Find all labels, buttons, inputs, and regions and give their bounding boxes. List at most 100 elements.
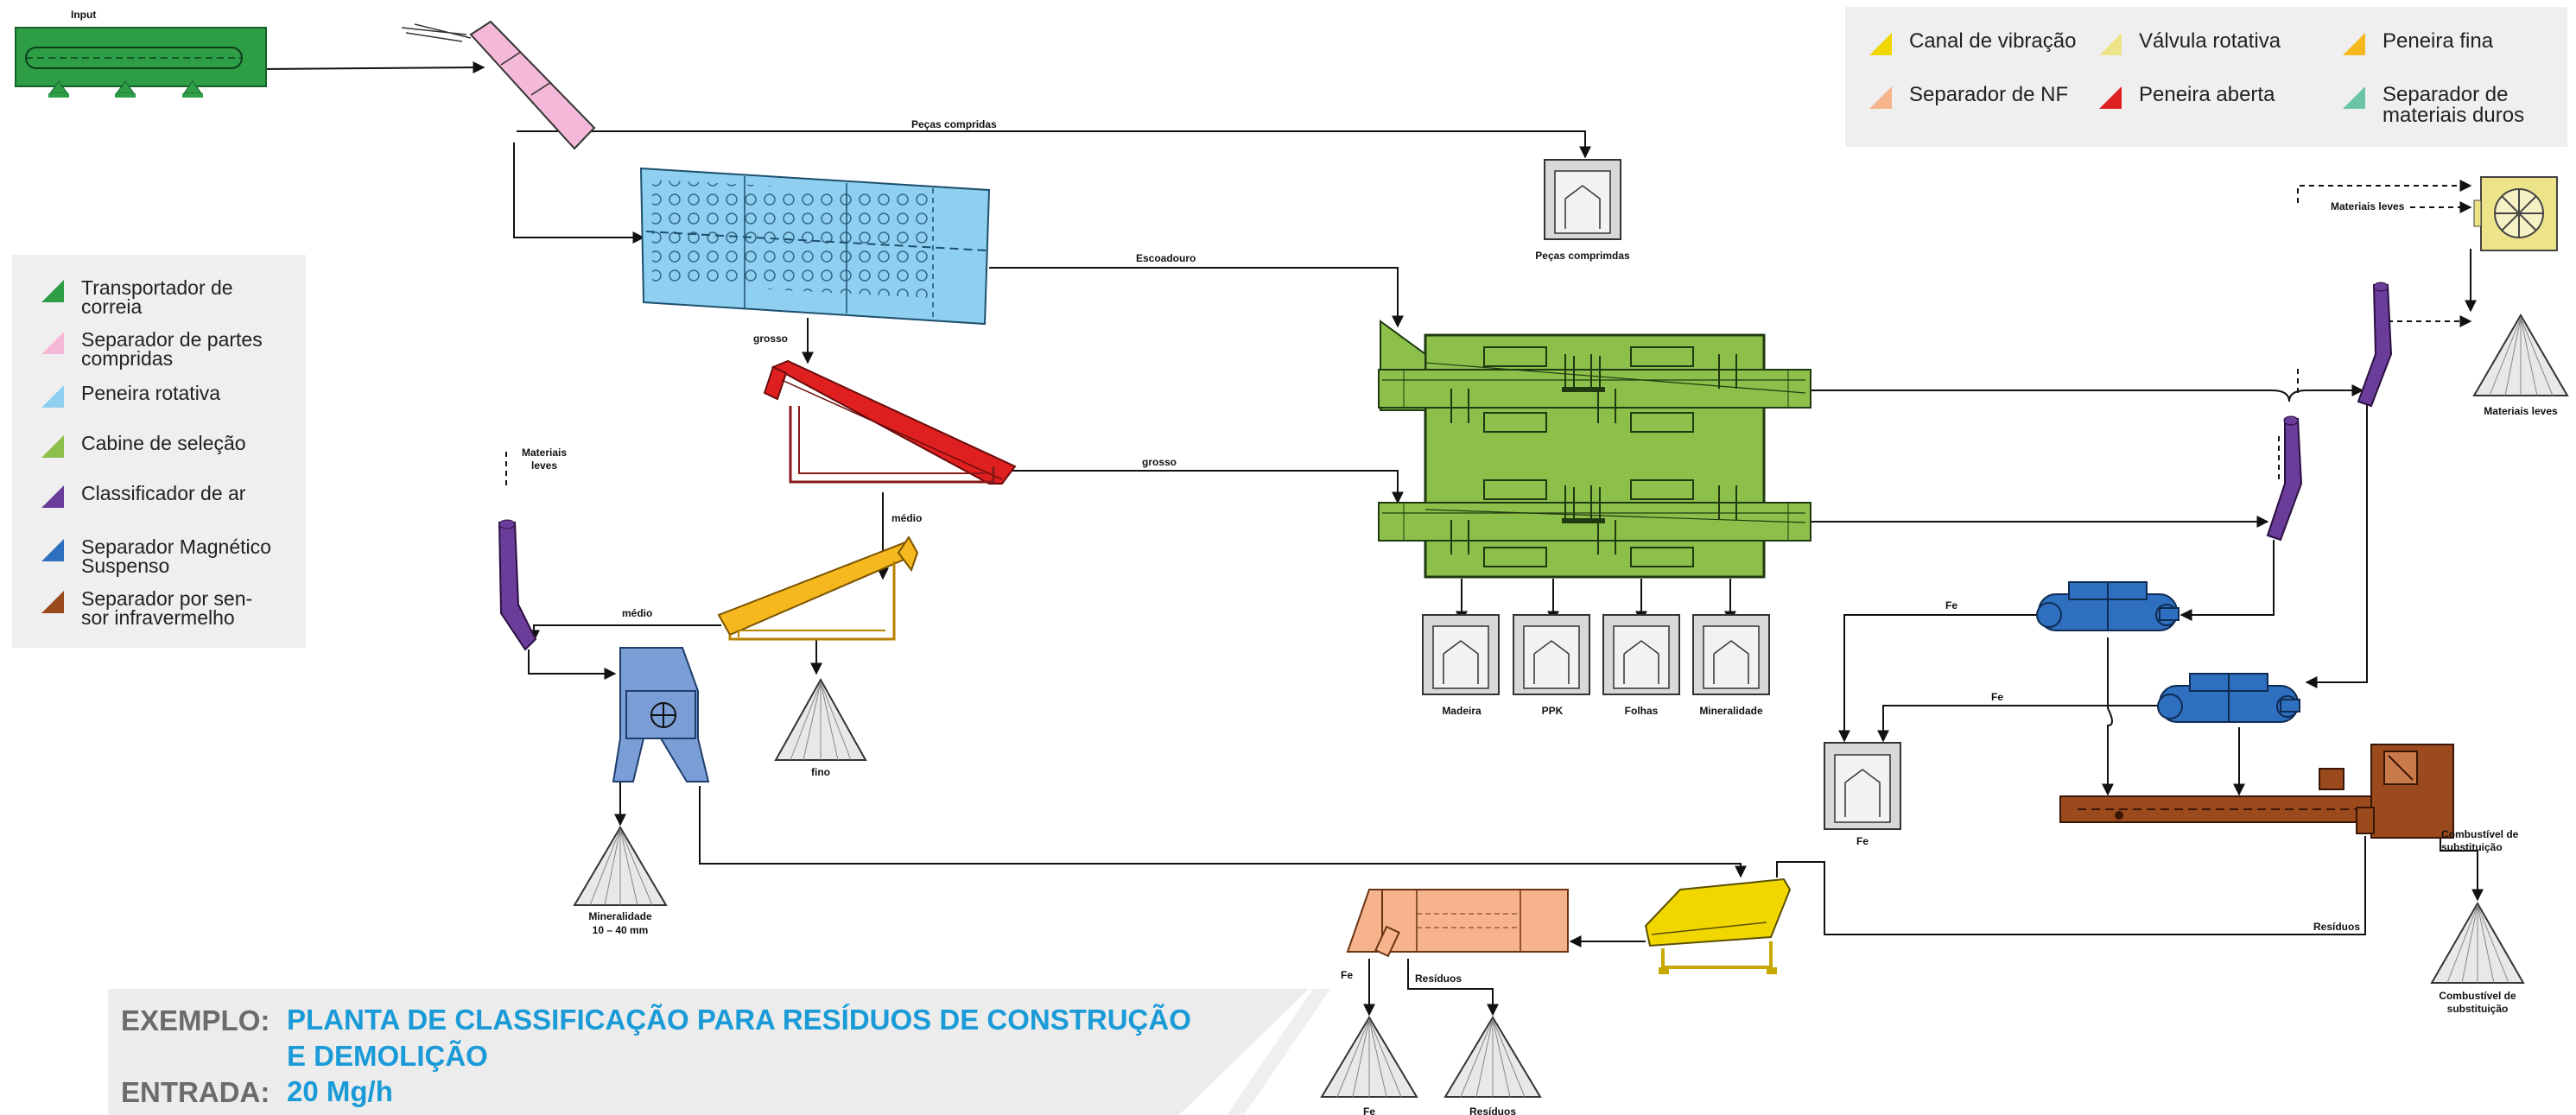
legend-right [1845,7,2567,147]
legend-left-label-line: compridas [81,347,174,370]
fe-label-2: Fe [1991,691,2003,703]
bin-folhas [1602,614,1680,695]
sorting-bins [1422,614,1770,695]
grosso-label-2: grosso [1142,456,1177,468]
long-parts-bin-label: Peças comprimdas [1535,250,1630,262]
bin-madeira [1422,614,1500,695]
legend-right-label-line: Separador de [2382,83,2509,106]
rotary-valve [2473,176,2558,251]
legend-right-label: Peneira aberta [2139,85,2275,105]
legend-right-item: Separador de NF [1869,85,2068,109]
entrada-value: 20 Mg/h [287,1075,393,1107]
hard-material-separator [612,647,710,782]
bin-ppk [1513,614,1590,695]
exemplo-title-line2: E DEMOLIÇÃO [287,1040,488,1072]
legend-triangle-icon [41,435,64,458]
input-label: Input [71,9,96,21]
entrada-key: ENTRADA: [121,1076,270,1108]
mineralidade-pile [573,826,668,906]
long-parts-bin [1544,159,1621,240]
exemplo-title-line1: PLANTA DE CLASSIFICAÇÃO PARA RESÍDUOS DE… [287,1004,1191,1036]
grosso-label-1: grosso [753,333,788,345]
residuos-pile [1443,1016,1542,1098]
legend-triangle-icon [41,385,64,408]
residuos-pile-label: Resíduos [1469,1105,1516,1115]
legend-right-label: Válvula rotativa [2139,31,2281,52]
legend-right-item: Peneira aberta [2099,85,2275,109]
legend-left-label-line: Separador de partes [81,328,263,351]
legend-right-item: Peneira fina [2343,31,2493,55]
light-materials-top-label: Materiais leves [2331,200,2405,212]
legend-triangle-icon [1869,33,1892,55]
legend-triangle-icon [41,591,64,613]
fe-bin [1824,742,1901,830]
combustivel-label-1-line1: Combustível de [2441,828,2519,840]
fe-nf-label: Fe [1341,969,1353,981]
legend-right-label-line: Separador de NF [1909,83,2069,106]
legend-left-label-line: Separador Magnético [81,535,271,558]
light-materials-left-line1: Materiais [522,447,567,459]
legend-triangle-icon [2099,86,2122,109]
legend-right-label: Canal de vibração [1909,31,2076,52]
combustivel-label-2-line2: substituição [2447,1003,2509,1015]
legend-left-label-line: Separador por sen- [81,587,253,610]
magnetic-separator-1 [2036,581,2179,631]
residuos-flow-label: Resíduos [2313,921,2360,933]
legend-left-label-line: Cabine de seleção [81,432,246,454]
long-parts-flow-label: Peças compridas [911,118,997,130]
legend-left-item: Cabine de seleção [41,434,246,458]
legend-right-label: Peneira fina [2382,31,2493,52]
light-materials-pile [2472,314,2569,396]
legend-left-item: Classificador de ar [41,484,245,508]
vibrating-channel [1644,877,1792,974]
legend-right-item: Canal de vibração [1869,31,2076,55]
combustivel-label-2-line1: Combustível de [2439,990,2516,1002]
title-band [108,989,1309,1115]
legend-left-label-line: sor infravermelho [81,606,235,629]
magnetic-separator-2 [2157,673,2300,723]
fe-label-1: Fe [1945,599,1957,611]
bin-label-ppk: PPK [1542,705,1564,717]
legend-triangle-icon [2343,86,2365,109]
mineralidade-pile-line1: Mineralidade [588,910,652,922]
legend-right-label-line: Válvula rotativa [2139,29,2281,53]
legend-left-label-line: Transportador de [81,276,233,299]
medio-label-2: médio [622,607,652,619]
medio-label-1: médio [891,512,922,524]
input-belt-conveyor [15,27,267,98]
legend-right-label-line: Canal de vibração [1909,29,2077,53]
fine-screen [717,535,919,641]
legend-triangle-icon [41,280,64,302]
fuel-pile [2430,901,2525,984]
legend-triangle-icon [2343,33,2365,55]
legend-right-label-line: Peneira fina [2382,29,2494,53]
legend-left-label: Classificador de ar [81,482,246,504]
legend-left-item: Separador por sen-sor infravermelho [41,587,253,629]
nf-separator [1346,889,1569,958]
air-classifier-left [498,519,537,651]
fe-pile-bottom-label: Fe [1363,1105,1375,1115]
legend-left-label-line: Classificador de ar [81,482,246,504]
flow-lines [258,61,2484,1017]
mineralidade-pile-line2: 10 – 40 mm [593,924,649,936]
legend-right-item: Válvula rotativa [2099,31,2281,55]
legend-triangle-icon [1869,86,1892,109]
bin-mineralidade [1692,614,1770,695]
legend-left-label-line: Suspenso [81,554,170,577]
legend-left-label-line: correia [81,295,143,318]
air-classifier-right-mid [2266,415,2303,542]
residuos-label: Resíduos [1415,972,1462,985]
legend-left-label: Separador por sen-sor infravermelho [81,587,253,629]
fe-pile-bottom [1320,1016,1418,1098]
legend-left-label: Cabine de seleção [81,434,246,453]
legend-triangle-icon [41,539,64,561]
legend-right-label: Separador de NF [1909,85,2068,105]
